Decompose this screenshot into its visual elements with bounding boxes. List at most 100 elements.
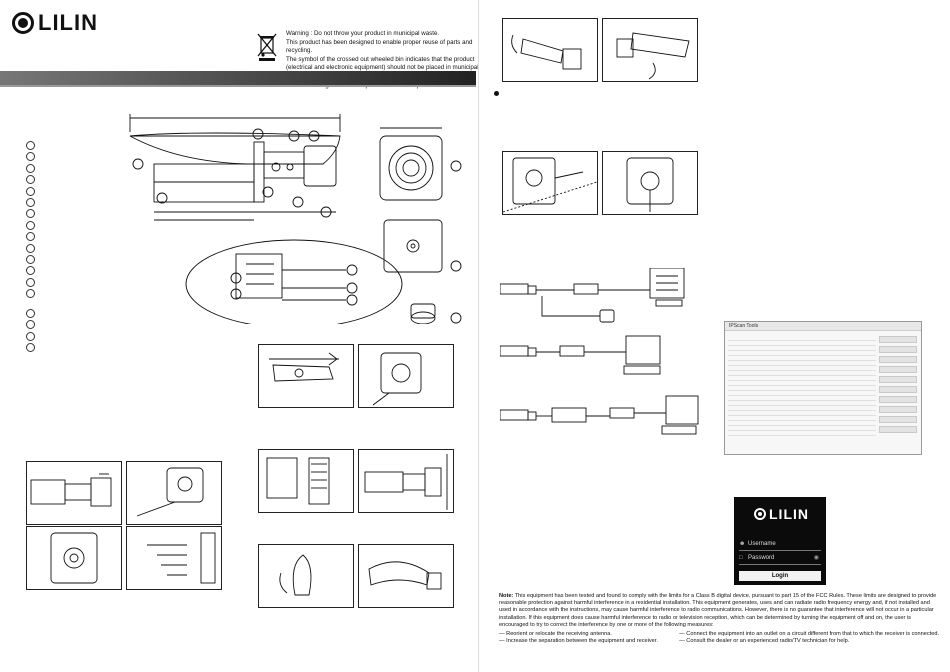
eye-icon[interactable]: ◉ [813, 555, 819, 561]
bullet-point [494, 91, 499, 96]
table-row [728, 391, 876, 396]
table-row [728, 426, 876, 431]
note-measures: — Reorient or relocate the receiving ant… [499, 631, 939, 645]
figure-box [126, 461, 222, 525]
figure-box [358, 544, 454, 608]
table-row [728, 366, 876, 371]
settings-field [879, 406, 917, 413]
login-button[interactable]: Login [739, 571, 821, 581]
warning-line: The symbol of the crossed out wheeled bi… [286, 55, 475, 63]
brand-name: LILIN [38, 10, 98, 35]
list-item [26, 197, 35, 207]
table-row [728, 376, 876, 381]
table-row [728, 341, 876, 346]
table-row [728, 356, 876, 361]
table-row [728, 401, 876, 406]
note-paragraph: Note: This equipment has been tested and… [499, 593, 939, 629]
list-item [26, 254, 35, 264]
ipscan-software-window: IPScan Tools [724, 321, 922, 455]
table-row [728, 351, 876, 356]
user-icon: ☻ [739, 541, 746, 547]
note-text: This equipment has been tested and found… [499, 593, 937, 628]
figure-box [26, 461, 122, 525]
settings-field [879, 426, 917, 433]
list-item [26, 186, 35, 196]
lilin-logo-icon [12, 12, 34, 34]
table-row [728, 386, 876, 391]
password-placeholder: Password [748, 555, 775, 561]
list-item [26, 163, 35, 173]
list-item [26, 232, 35, 242]
page-divider [478, 0, 479, 672]
table-row [728, 396, 876, 401]
table-row [728, 346, 876, 351]
password-field[interactable]: □ Password ◉ [739, 553, 821, 565]
username-field[interactable]: ☻Username [739, 539, 821, 551]
settings-field [879, 396, 917, 403]
figure-box [502, 18, 598, 82]
table-row [728, 381, 876, 386]
list-item [26, 266, 35, 276]
section-header-rule [0, 85, 476, 87]
window-title: IPScan Tools [725, 322, 921, 331]
settings-panel [879, 336, 917, 448]
note-measure: — Reorient or relocate the receiving ant… [499, 631, 612, 638]
table-row [728, 336, 876, 341]
list-item [26, 277, 35, 287]
note-measure: — Consult the dealer or an experienced r… [679, 638, 850, 645]
username-placeholder: Username [748, 541, 776, 547]
list-item [26, 209, 35, 219]
warning-line: Warning : Do not throw your product in m… [286, 30, 440, 37]
list-item [26, 331, 35, 341]
list-item [26, 175, 35, 185]
figure-box [258, 449, 354, 513]
table-row [728, 431, 876, 436]
login-logo-text: LILIN [769, 506, 809, 522]
figure-box [258, 544, 354, 608]
figure-box [26, 526, 122, 590]
figure-box [126, 526, 222, 590]
note-measure: — Connect the equipment into an outlet o… [679, 631, 939, 638]
list-item [26, 343, 35, 353]
figure-box [358, 449, 454, 513]
settings-field [879, 346, 917, 353]
fcc-note: Note: This equipment has been tested and… [499, 593, 939, 658]
table-row [728, 361, 876, 366]
crossed-out-wheeled-bin-icon [257, 33, 277, 61]
lock-icon: □ [739, 555, 743, 561]
list-item [26, 141, 35, 150]
camera-dimension-drawing [129, 114, 462, 324]
settings-field [879, 356, 917, 363]
settings-field [879, 386, 917, 393]
figure-box [358, 344, 454, 408]
table-row [728, 406, 876, 411]
list-item [26, 220, 35, 230]
figure-box [502, 151, 598, 215]
list-item [26, 152, 35, 162]
warning-line: This product has been designed to enable… [286, 38, 473, 55]
note-measure: — Increase the separation between the eq… [499, 638, 658, 645]
figure-box [602, 18, 698, 82]
login-logo: LILIN [754, 506, 809, 522]
network-connection-diagram [500, 268, 699, 435]
table-row [728, 411, 876, 416]
table-row [728, 421, 876, 426]
settings-field [879, 376, 917, 383]
list-item [26, 289, 35, 299]
settings-field [879, 416, 917, 423]
list-item [26, 243, 35, 253]
figure-box [602, 151, 698, 215]
note-label: Note: [499, 593, 514, 599]
lilin-logo-icon [754, 508, 766, 520]
brand-logo: LILIN [12, 10, 98, 36]
list-item [26, 320, 35, 330]
list-item [26, 308, 35, 318]
parts-list [26, 141, 35, 354]
login-screen: LILIN ☻Username □ Password ◉ Login [734, 497, 826, 585]
figure-box [258, 344, 354, 408]
device-table [728, 336, 876, 440]
table-row [728, 416, 876, 421]
settings-field [879, 366, 917, 373]
section-header-band [0, 71, 476, 85]
table-row [728, 371, 876, 376]
